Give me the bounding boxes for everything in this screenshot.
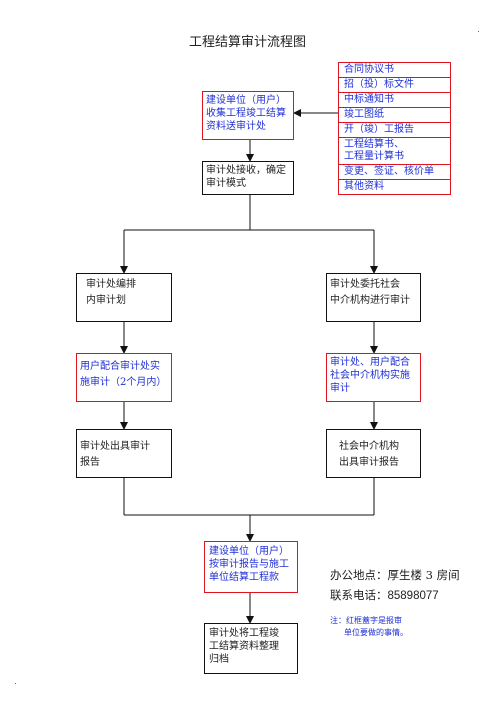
contact-phone-row: 联系电话：85898077 [330, 587, 439, 603]
box-internal-plan-line: 审计处编排 [86, 279, 136, 290]
box-entrust-line: 中介机构进行审计 [330, 295, 410, 306]
docs-list-item: 工程结算书、工程量计算书 [338, 137, 451, 165]
box-settle-line: 单位结算工程款 [209, 572, 279, 583]
box-receive-line: 审计处接收，确定 [206, 165, 286, 176]
docs-list-item: 合同协议书 [338, 62, 451, 78]
box-user-collect: 建设单位（用户） 收集工程竣工结算 资料送审计处 [202, 91, 294, 140]
box-user-collect-line: 收集工程竣工结算 [206, 108, 286, 119]
docs-list-item-label: 中标通知书 [344, 94, 394, 105]
note-line: 注：红框蓋字是报审 [330, 616, 402, 625]
docs-list-item-label: 开（竣）工报告 [344, 124, 414, 135]
docs-list-item: 变更、签证、核价单 [338, 164, 451, 180]
box-internal-report-line: 报告 [80, 457, 100, 468]
box-user-collect-line: 资料送审计处 [206, 121, 266, 132]
box-settle-line: 按审计报告与施工 [209, 559, 289, 570]
docs-list-item-label: 变更、签证、核价单 [344, 166, 434, 177]
box-receive: 审计处接收，确定 审计模式 [202, 161, 294, 195]
box-internal-plan: 审计处编排 内审计划 [76, 273, 172, 322]
docs-list-item: 开（竣）工报告 [338, 122, 451, 138]
box-internal-plan-line: 内审计划 [86, 295, 126, 306]
box-archive-line: 工结算资料整理 [209, 641, 279, 652]
corner-dot [478, 31, 479, 32]
docs-list-item-label: 招（投）标文件 [344, 79, 414, 90]
docs-list-item: 其他资料 [338, 179, 451, 195]
box-archive-line: 归档 [209, 654, 229, 665]
box-agency-report-line: 出具审计报告 [339, 457, 399, 468]
contact-label: 联系电话： [330, 588, 388, 602]
docs-list-item-label: 其他资料 [344, 181, 384, 192]
office-address: 办公地点：厚生楼 3 房间 [330, 568, 460, 582]
box-archive-line: 审计处将工程竣 [209, 628, 279, 639]
box-user-cooperate-line: 用户配合审计处实 [80, 361, 160, 372]
docs-list-item-label: 工程量计算书 [344, 151, 404, 162]
box-settle-line: 建设单位（用户） [209, 546, 289, 557]
corner-dot [15, 683, 16, 684]
box-entrust-line: 审计处委托社会 [330, 279, 400, 290]
docs-list-item: 中标通知书 [338, 92, 451, 108]
box-agency-report-line: 社会中介机构 [339, 441, 399, 452]
docs-list-item-label: 竣工图纸 [344, 109, 384, 120]
box-user-cooperate-line: 施审计（2个月内） [80, 377, 167, 388]
contact-phone: 85898077 [387, 590, 439, 602]
box-agency-report: 社会中介机构 出具审计报告 [326, 429, 421, 478]
box-internal-report-line: 审计处出具审计 [80, 441, 150, 452]
docs-list-item-label: 工程结算书、 [344, 139, 404, 150]
box-user-cooperate: 用户配合审计处实 施审计（2个月内） [76, 353, 172, 402]
box-archive: 审计处将工程竣 工结算资料整理 归档 [204, 623, 298, 674]
docs-list-item-label: 合同协议书 [344, 64, 394, 75]
box-joint-audit: 审计处、用户配合 社会中介机构实施 审计 [326, 353, 421, 402]
box-joint-audit-line: 社会中介机构实施 [330, 370, 410, 381]
box-internal-report: 审计处出具审计 报告 [76, 429, 172, 478]
page-title: 工程结算审计流程图 [189, 35, 307, 50]
docs-list-item: 招（投）标文件 [338, 77, 451, 93]
box-settle: 建设单位（用户） 按审计报告与施工 单位结算工程款 [204, 541, 298, 593]
docs-list: 合同协议书招（投）标文件中标通知书竣工图纸开（竣）工报告工程结算书、工程量计算书… [338, 62, 451, 195]
docs-list-item: 竣工图纸 [338, 107, 451, 123]
box-receive-line: 审计模式 [206, 178, 246, 189]
box-joint-audit-line: 审计处、用户配合 [330, 357, 410, 368]
box-joint-audit-line: 审计 [330, 383, 350, 394]
box-entrust: 审计处委托社会 中介机构进行审计 [326, 273, 421, 322]
note-line: 单位要做的事情。 [344, 628, 408, 637]
box-user-collect-line: 建设单位（用户） [206, 95, 286, 106]
